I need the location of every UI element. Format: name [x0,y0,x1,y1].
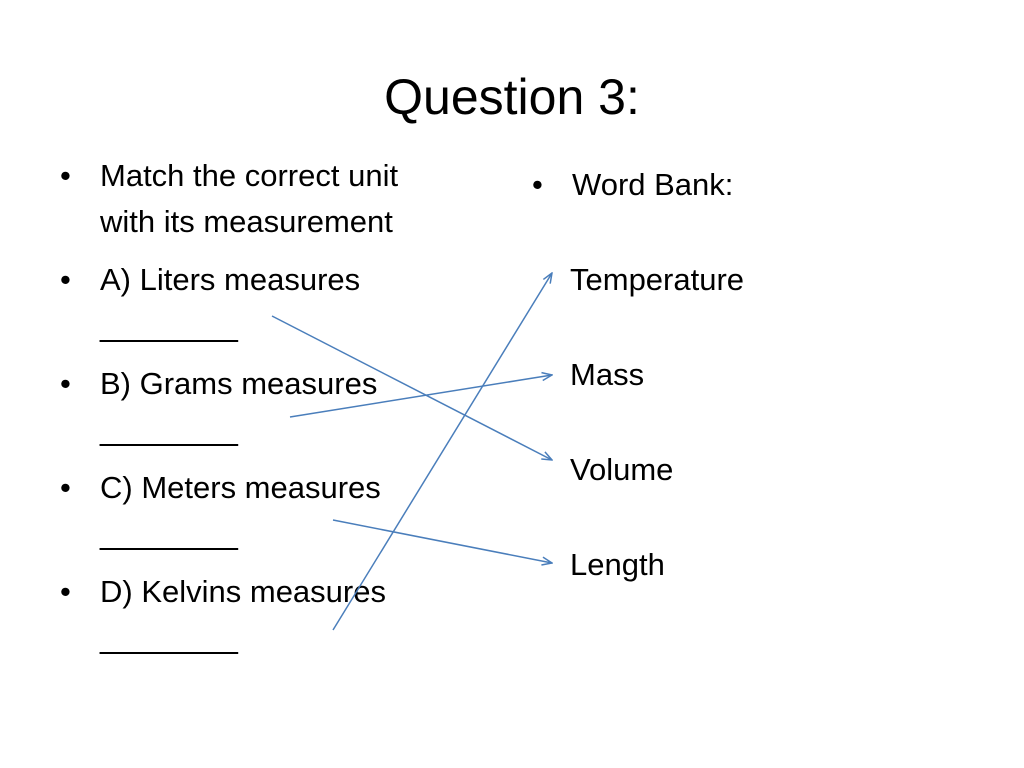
bullet-dot-icon: • [60,470,71,505]
item-b-label: B) Grams measures [100,366,378,401]
word-bank-temperature: Temperature [570,262,745,297]
item-d-label: D) Kelvins measures [100,574,386,609]
bullet-dot-icon: • [60,574,71,609]
bullet-dot-icon: • [532,167,543,202]
item-a-label: A) Liters measures [100,262,361,297]
instruction-line-2: with its measurement [100,204,393,239]
word-bank-volume: Volume [570,452,674,487]
bullet-dot-icon: • [60,158,71,193]
word-bank: • Word Bank: Temperature Mass Volume Len… [532,162,952,588]
slide-title: Question 3: [384,69,640,125]
word-bank-length: Length [570,547,665,582]
instruction-line-1: Match the correct unit [100,158,399,193]
bullet-item-a: • A) Liters measures ________ [60,257,480,349]
question-list: • Match the correct unit with its measur… [60,153,480,673]
bullet-item-c: • C) Meters measures ________ [60,465,480,557]
word-bank-heading: Word Bank: [572,167,734,202]
word-bank-heading-item: • Word Bank: [532,162,952,208]
bullet-instruction: • Match the correct unit with its measur… [60,153,480,245]
word-bank-mass: Mass [570,357,645,392]
item-c-label: C) Meters measures [100,470,381,505]
item-b-blank: ________ [100,412,238,447]
bullet-dot-icon: • [60,262,71,297]
item-c-blank: ________ [100,516,238,551]
bullet-dot-icon: • [60,366,71,401]
bullet-item-d: • D) Kelvins measures ________ [60,569,480,661]
item-a-blank: ________ [100,308,238,343]
item-d-blank: ________ [100,620,238,655]
bullet-item-b: • B) Grams measures ________ [60,361,480,453]
